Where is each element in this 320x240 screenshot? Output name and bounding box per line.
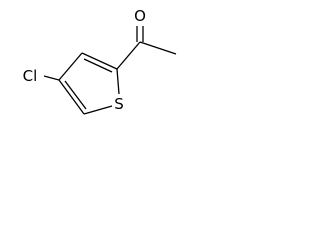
bond-c4-c5-inner: [64, 80, 87, 110]
bond-s-c2: [116, 68, 120, 95]
atom-label-oxygen: O: [134, 7, 146, 25]
bond-c5-s: [83, 105, 113, 115]
atom-label-sulfur: S: [114, 95, 124, 113]
bond-c2-carbonyl: [116, 41, 141, 70]
bond-c4-c5: [58, 79, 85, 115]
atom-label-chlorine: Cl: [23, 67, 38, 85]
structure-diagram: Cl O S: [23, 7, 177, 115]
bond-c2-c3-inner: [83, 58, 113, 73]
bond-c3-c4: [58, 52, 83, 81]
bond-c4-cl: [43, 75, 60, 81]
bond-carbonyl-methyl: [139, 41, 177, 55]
bond-c2-c3: [81, 52, 118, 70]
